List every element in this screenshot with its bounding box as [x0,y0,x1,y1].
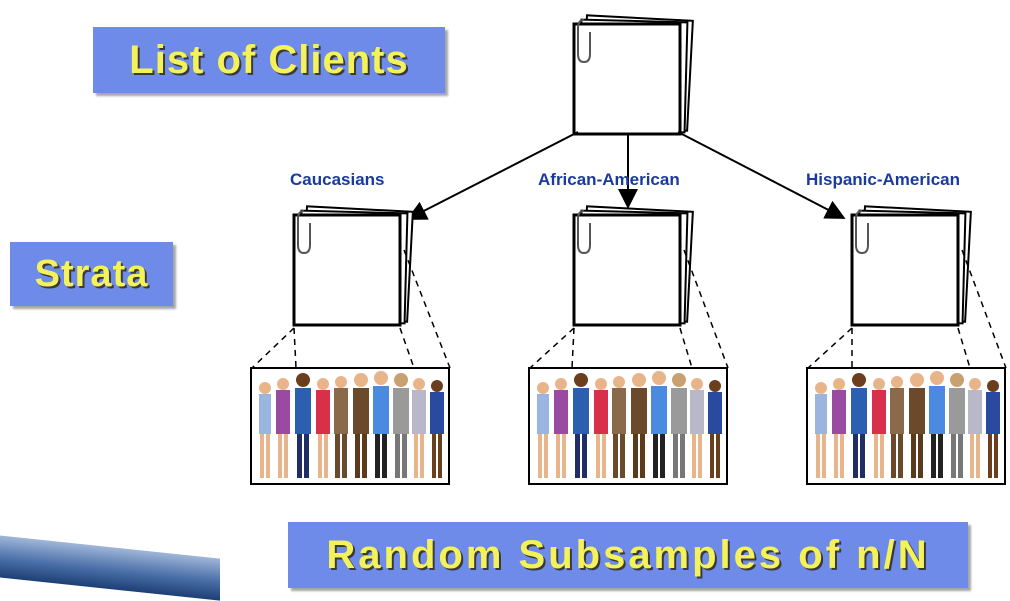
stratum-document-icon [572,204,695,327]
people-group-image [806,367,1006,485]
stratified-sampling-diagram [250,13,1007,485]
stratum-label-caucasians: Caucasians [290,170,385,189]
random-subsamples-label: Random Subsamples of n/N [288,522,968,588]
stratum-document-icon [292,204,415,327]
zoom-lines [251,249,1007,369]
people-group-image [528,367,728,485]
stratum-document-icon [850,204,973,327]
client-list-document-icon [572,13,695,136]
strata-label: Strata [10,242,173,306]
stratum-label-hispanic-american: Hispanic-American [806,170,960,189]
arrow-to-stratum-2 [677,131,846,219]
stratum-label-african-american: African-American [538,170,680,189]
list-of-clients-label: List of Clients [93,27,445,93]
people-group-image [250,367,450,485]
arrow-to-stratum-0 [406,131,579,220]
